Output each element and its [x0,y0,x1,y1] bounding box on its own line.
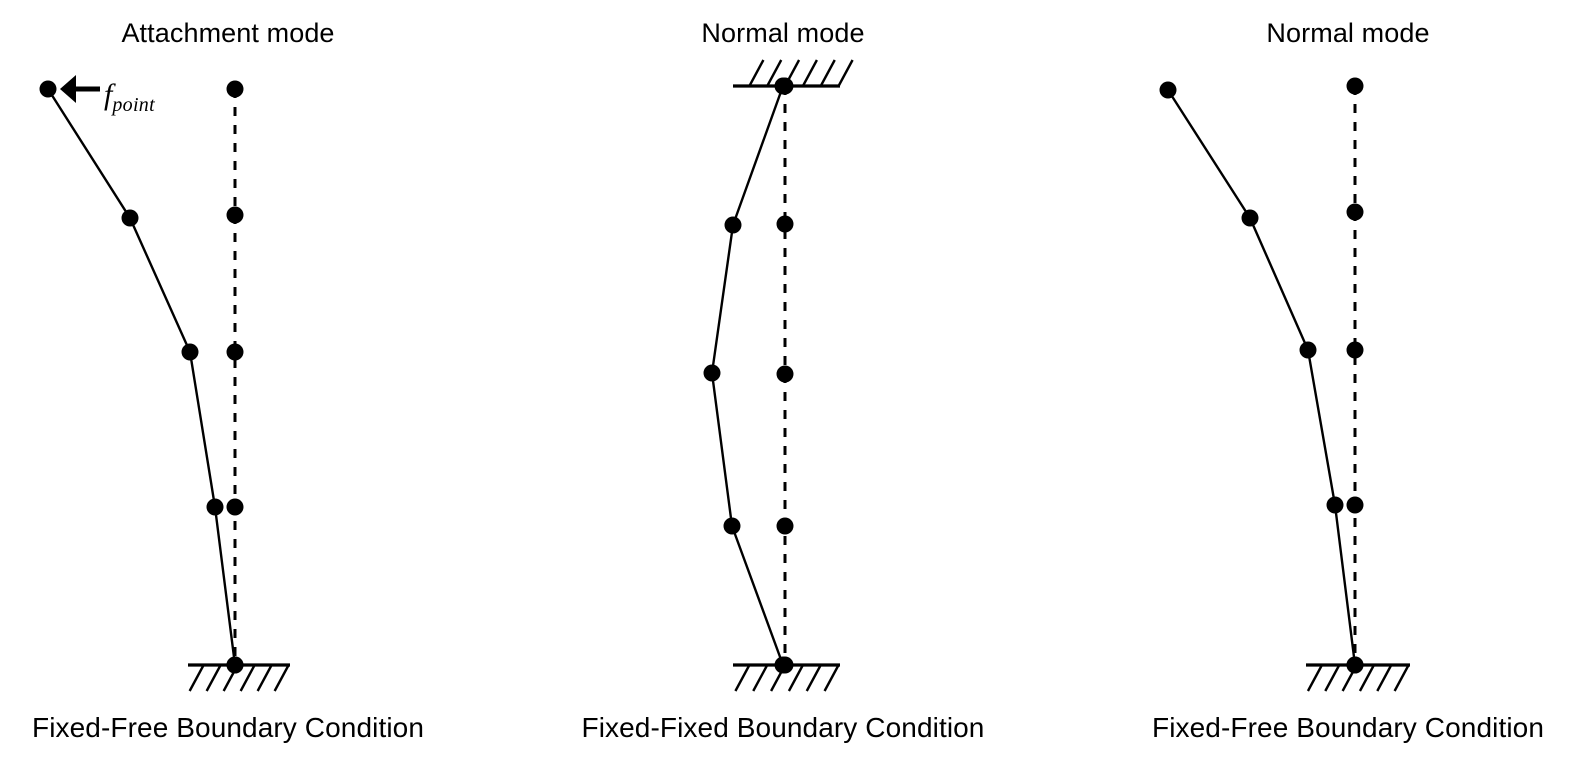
deformed-shape-line [710,84,785,667]
deformed-node-dot [1326,496,1344,514]
force-annotation [60,75,100,103]
support-hatch-mark [801,59,818,87]
support-hatch-mark [823,664,840,692]
deformed-node-dot [1346,656,1364,674]
panel-title: Normal mode [701,18,865,48]
support-hatch-mark [273,664,290,692]
undeformed-node-dot [1346,77,1364,95]
deformed-shape-line [46,87,237,667]
force-arrow-head [60,75,76,103]
support-hatch-mark [766,59,783,87]
panel-normal-mode-fixed-free [1159,77,1410,692]
undeformed-node-dot [226,80,244,98]
deformed-node-dot [774,656,792,674]
support-hatch-mark [239,664,256,692]
panel-title: Attachment mode [121,18,335,48]
undeformed-node-dot [226,206,244,224]
support-hatch-mark [787,664,804,692]
force-point-label: fpoint [104,78,155,117]
support-hatch-mark [256,664,273,692]
support-hatch-mark [1376,664,1393,692]
support-hatch-mark [805,664,822,692]
deformed-node-dot [226,656,244,674]
deformed-node-dot [121,209,139,227]
deformed-shape-line [1166,88,1357,667]
undeformed-node-dot [1346,341,1364,359]
undeformed-node-dot [776,517,794,535]
support-hatch-mark [734,664,751,692]
support-hatch-mark [748,59,765,87]
support-hatch-mark [1324,664,1341,692]
deformed-node-dot [724,216,742,234]
deformed-node-dot [1159,81,1177,99]
deformed-node-dot [723,517,741,535]
support-hatch-mark [752,664,769,692]
support-hatch-mark [819,59,836,87]
undeformed-node-dot [776,365,794,383]
support-hatch-mark [188,664,205,692]
support-hatch-mark [837,59,854,87]
undeformed-node-dot [776,215,794,233]
undeformed-node-dot [226,343,244,361]
deformed-node-dot [206,498,224,516]
undeformed-node-dot [1346,203,1364,221]
force-label-symbol: f [104,78,113,111]
panel-title: Normal mode [1266,18,1430,48]
panel-caption: Fixed-Free Boundary Condition [1152,712,1544,743]
support-hatch-mark [1393,664,1410,692]
undeformed-node-dot [1346,496,1364,514]
deformed-node-dot [1241,209,1259,227]
panel-normal-mode-fixed-fixed [703,59,854,692]
panel-caption: Fixed-Free Boundary Condition [32,712,424,743]
deformed-node-dot [703,364,721,382]
deformed-node-dot [1299,341,1317,359]
ground-support-top [733,59,854,88]
support-hatch-mark [1358,664,1376,692]
force-label-subscript: point [112,94,155,116]
support-hatch-mark [205,664,222,692]
deformed-node-dot [181,343,199,361]
support-hatch-mark [1306,664,1324,692]
panel-attachment-mode [39,75,290,692]
deformed-node-dot [39,80,57,98]
panel-caption: Fixed-Fixed Boundary Condition [581,712,985,743]
deformed-node-dot [774,77,792,95]
undeformed-node-dot [226,498,244,516]
